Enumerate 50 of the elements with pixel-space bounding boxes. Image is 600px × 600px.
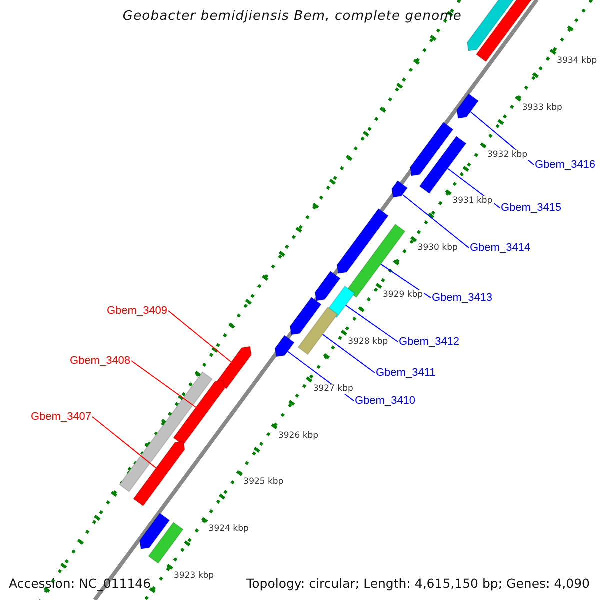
gene-feature [391, 180, 408, 198]
scale-label: 3926 kbp [277, 430, 320, 441]
gene-label: Gbem_3414 [470, 242, 531, 254]
gene-label: Gbem_3410 [355, 394, 416, 408]
gene-feature [419, 136, 467, 194]
gene-label: Gbem_3416 [535, 158, 596, 172]
gene-feature [290, 296, 322, 336]
gene-label: Gbem_3415 [501, 202, 562, 214]
gene-feature [139, 512, 170, 550]
leader-line [380, 264, 432, 298]
gene-feature [466, 0, 517, 52]
gene-label: Gbem_3411 [376, 366, 436, 380]
gene-label: Gbem_3409 [107, 304, 168, 318]
gene-feature [172, 380, 226, 446]
scale-label: 3933 kbp [521, 102, 564, 113]
gene-feature [336, 208, 390, 274]
scale-label: 3929 kbp [382, 290, 424, 300]
gene-feature [314, 270, 342, 302]
leader-line [402, 194, 470, 248]
scale-label: 3932 kbp [486, 150, 529, 160]
gene-feature [274, 334, 296, 358]
leader-line [322, 334, 376, 374]
gene-label: Gbem_3413 [432, 292, 493, 304]
gene-feature [476, 0, 534, 62]
gene-feature [346, 224, 406, 298]
genome-title: Geobacter bemidjiensis Bem, complete genome [122, 9, 462, 24]
info-text: Accession: NC_011146 [9, 576, 152, 591]
scale-label: 3934 kbp [556, 56, 598, 66]
gene-feature [118, 371, 214, 493]
gene-feature [410, 122, 454, 177]
gene-feature [148, 522, 184, 564]
gene-label: Gbem_3408 [70, 354, 131, 368]
gene-feature [132, 440, 186, 507]
gene-feature [456, 93, 480, 120]
info-text: Topology: circular; Length: 4,615,150 bp; Genes: 4,090 [246, 576, 590, 591]
scale-label: 3923 kbp [173, 571, 216, 581]
gene-label: Gbem_3412 [399, 336, 460, 348]
leader-line [168, 310, 232, 363]
scale-label: 3924 kbp [208, 524, 250, 534]
leader-line [92, 416, 157, 469]
scale-label: 3931 kbp [452, 196, 494, 206]
scale-label: 3930 kbp [416, 243, 459, 254]
scale-label: 3925 kbp [242, 477, 285, 488]
leader-line [345, 304, 398, 342]
scale-label: 3927 kbp [312, 384, 354, 394]
leader-line [131, 360, 197, 408]
gene-feature [216, 346, 252, 390]
gene-label: Gbem_3407 [31, 410, 92, 424]
gene-feature [298, 306, 338, 356]
scale-label: 3928 kbp [347, 336, 390, 347]
